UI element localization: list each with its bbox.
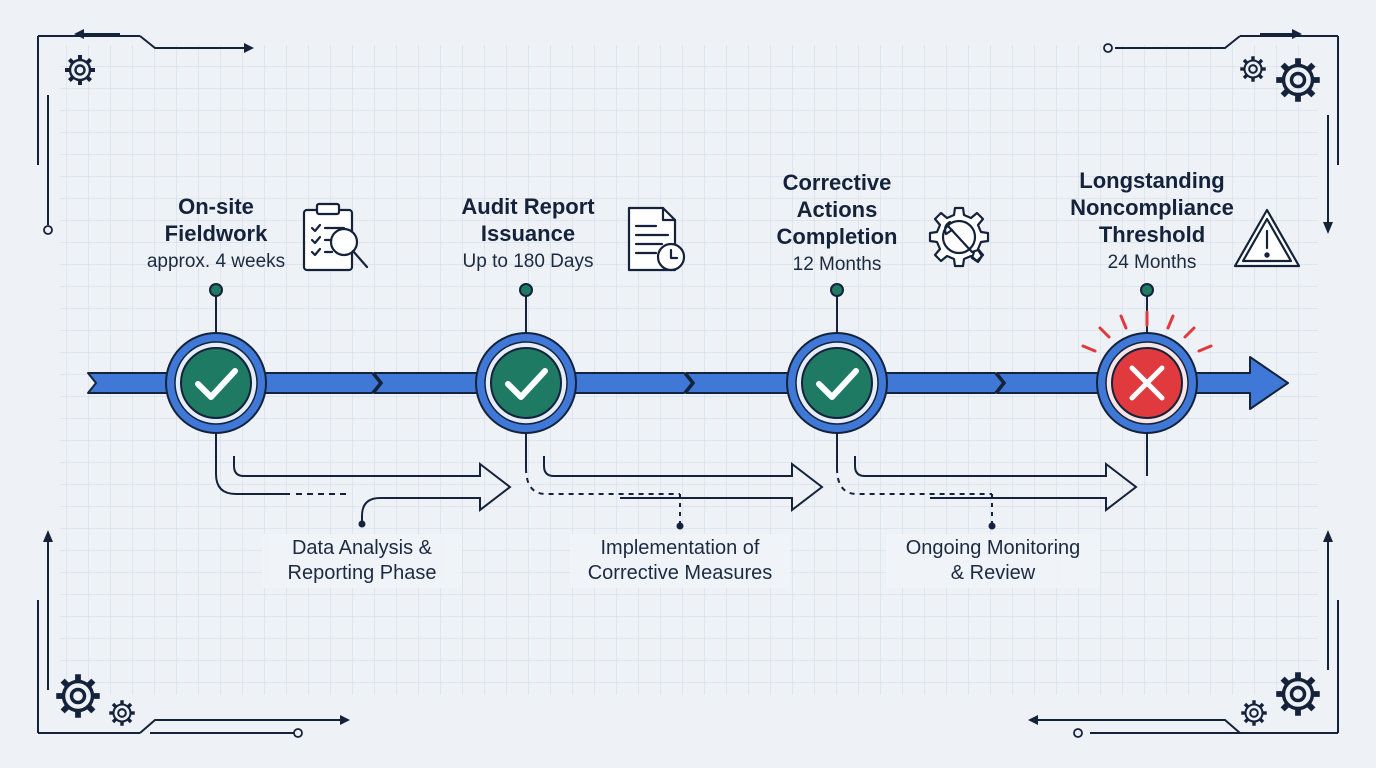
- check-icon: [505, 368, 548, 400]
- milestone-duration: 24 Months: [1107, 252, 1197, 273]
- milestone-duration: Up to 180 Days: [462, 251, 594, 272]
- milestone-label: Corrective Actions Completion 12 Months: [757, 169, 917, 277]
- warning-triangle-icon: [1233, 208, 1301, 268]
- phase-label: Ongoing Monitoring & Review: [886, 534, 1100, 588]
- milestone-title: Audit Report Issuance: [461, 194, 595, 246]
- milestone-marker: [786, 332, 888, 434]
- frame-arrowheads: [43, 29, 1333, 725]
- x-mark-icon: [1129, 365, 1165, 401]
- frame-dots: [43, 43, 1113, 738]
- phase-dots: [358, 520, 996, 530]
- phase-label: Implementation of Corrective Measures: [570, 534, 790, 588]
- check-icon: [195, 368, 238, 400]
- gear-wrench-icon: [928, 206, 990, 268]
- phase-connectors: [215, 433, 1148, 524]
- milestone-label: On-site Fieldwork approx. 4 weeks: [136, 193, 296, 274]
- alert-rays: [1081, 310, 1213, 353]
- milestone-duration: approx. 4 weeks: [146, 251, 286, 272]
- milestone-title: Corrective Actions Completion: [776, 170, 898, 249]
- milestone-marker-failed: [1096, 332, 1198, 434]
- document-clock-icon: [627, 206, 686, 272]
- decorative-frame: [37, 33, 1339, 734]
- gear-icon: [1239, 698, 1269, 728]
- milestone-duration: 12 Months: [792, 254, 882, 275]
- phase-label: Data Analysis & Reporting Phase: [262, 534, 462, 588]
- milestone-title: On-site Fieldwork: [164, 194, 268, 246]
- milestone-marker: [165, 332, 267, 434]
- milestone-title: Longstanding Noncompliance Threshold: [1070, 168, 1234, 247]
- clipboard-magnifier-icon: [302, 202, 369, 272]
- check-icon: [816, 368, 859, 400]
- gear-icon: [56, 674, 100, 718]
- gear-icon: [107, 698, 137, 728]
- milestone-label: Audit Report Issuance Up to 180 Days: [438, 193, 618, 274]
- milestone-marker: [475, 332, 577, 434]
- milestone-label: Longstanding Noncompliance Threshold 24 …: [1057, 167, 1247, 275]
